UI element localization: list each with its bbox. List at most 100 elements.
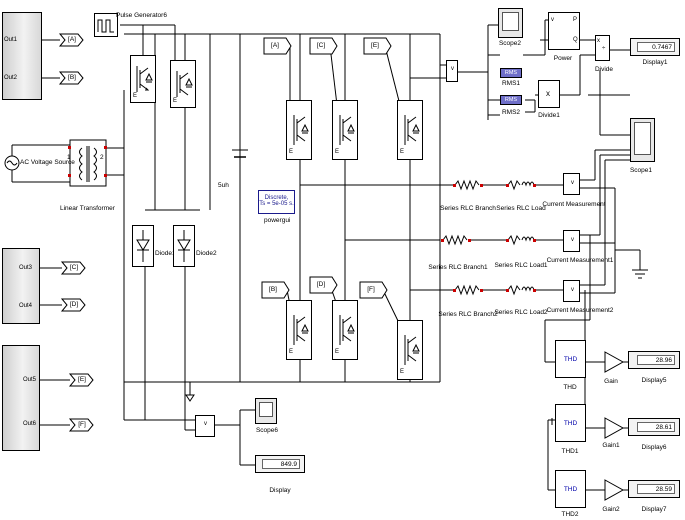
voltage-port-label: v bbox=[451, 66, 454, 72]
voltage-measurement-top[interactable]: v bbox=[446, 60, 458, 82]
transformer-pin-1: 1 bbox=[67, 154, 71, 161]
emitter-label: E bbox=[289, 349, 294, 355]
thd1-block-text: THD bbox=[563, 420, 578, 427]
scope2-block[interactable] bbox=[498, 8, 523, 38]
power-label: Power bbox=[553, 55, 573, 62]
rms1-block-text: RMS bbox=[504, 70, 518, 76]
diode2-label: Diode2 bbox=[196, 250, 217, 257]
divide1-label: Divide1 bbox=[538, 112, 560, 119]
pulse-generator-block[interactable] bbox=[94, 13, 118, 37]
inverter-igbt-e[interactable]: E bbox=[397, 100, 423, 160]
thd1-block[interactable]: THD bbox=[555, 404, 586, 442]
emitter-label: E bbox=[133, 93, 138, 99]
subsystem-1-out-a: Out1 bbox=[4, 37, 18, 43]
display6-value: 28.61 bbox=[637, 422, 675, 432]
igbt-icon bbox=[339, 315, 355, 345]
diode-icon bbox=[136, 230, 150, 262]
thd2-block[interactable]: THD bbox=[555, 470, 586, 508]
igbt-icon bbox=[176, 71, 193, 97]
igbt-icon bbox=[293, 115, 309, 145]
subsystem-3-out-b: Out6 bbox=[23, 421, 37, 427]
gain1-label: Gain1 bbox=[602, 442, 620, 449]
from-tag-d: [D] bbox=[316, 281, 326, 288]
gain-label: Gain bbox=[604, 378, 618, 385]
current-measurement-block[interactable]: v bbox=[563, 173, 580, 195]
thd-block[interactable]: THD bbox=[555, 340, 586, 378]
electrical-terminals bbox=[68, 146, 536, 292]
inverter-igbt-c[interactable]: E bbox=[332, 100, 358, 160]
emitter-label: E bbox=[173, 98, 178, 104]
inverter-igbt-d[interactable]: E bbox=[332, 300, 358, 360]
linear-transformer-symbol bbox=[69, 139, 107, 187]
subsystem-2[interactable]: Out3 Out4 bbox=[2, 248, 40, 324]
igbt-icon bbox=[136, 66, 153, 92]
emitter-label: E bbox=[335, 149, 340, 155]
power-block[interactable]: v P Q bbox=[548, 12, 580, 50]
igbt-icon bbox=[293, 315, 309, 345]
inverter-igbt-a[interactable]: E bbox=[286, 100, 312, 160]
divide-block[interactable]: x ÷ bbox=[595, 35, 610, 61]
from-tag-a: [A] bbox=[271, 42, 279, 49]
transformer-label: Linear Transformer bbox=[60, 205, 115, 212]
rectifier-igbt-1[interactable]: E bbox=[130, 55, 156, 103]
rms2-block[interactable]: RMS bbox=[500, 95, 522, 105]
display1-value: 0.7467 bbox=[637, 42, 675, 52]
goto-tag-c: [C] bbox=[69, 264, 79, 271]
inverter-igbt-b[interactable]: E bbox=[286, 300, 312, 360]
voltage-measurement-bottom[interactable]: v bbox=[195, 415, 215, 437]
goto-tag-b: [B] bbox=[68, 74, 76, 81]
display5-value: 28.96 bbox=[637, 355, 675, 365]
current-measurement2-block[interactable]: v bbox=[563, 280, 580, 302]
current-measurement2-label: Current Measurement2 bbox=[546, 307, 614, 314]
display6-label: Display6 bbox=[641, 444, 667, 451]
goto-tag-a: [A] bbox=[68, 36, 76, 43]
from-tag-c: [C] bbox=[316, 42, 326, 49]
display-label: Display bbox=[269, 487, 291, 494]
divide1-block[interactable]: x bbox=[538, 80, 560, 108]
goto-tag-d: [D] bbox=[69, 301, 79, 308]
scope6-block[interactable] bbox=[255, 398, 277, 424]
power-p-port: P bbox=[573, 17, 578, 23]
subsystem-3-out-a: Out5 bbox=[23, 377, 37, 383]
multiply-sign: x bbox=[546, 89, 550, 98]
display5-label: Display5 bbox=[641, 377, 667, 384]
subsystem-1-out-b: Out2 bbox=[4, 75, 18, 81]
thd-block-text: THD bbox=[563, 356, 578, 363]
divide-sign-icon: ÷ bbox=[602, 46, 606, 52]
display1-block[interactable]: 0.7467 bbox=[630, 38, 680, 56]
scope1-label: Scope1 bbox=[629, 167, 653, 174]
rectifier-igbt-2[interactable]: E bbox=[170, 60, 196, 108]
powergui-ts: Ts = 5e-05 s. bbox=[259, 201, 294, 207]
display6-block[interactable]: 28.61 bbox=[628, 418, 680, 436]
display-block[interactable]: 849.9 bbox=[255, 455, 305, 473]
display7-block[interactable]: 28.59 bbox=[628, 480, 680, 498]
series-rlc-branch-label: Series RLC Branch bbox=[440, 205, 496, 212]
current-port-label: v bbox=[571, 180, 574, 186]
rms2-label: RMS2 bbox=[501, 109, 521, 116]
divide-multiply-sign: x bbox=[597, 38, 600, 44]
ac-source-label: AC Voltage Source bbox=[20, 159, 75, 166]
current-measurement-label: Current Measurement bbox=[542, 201, 606, 208]
scope6-label: Scope6 bbox=[255, 427, 279, 434]
from-tag-f: [F] bbox=[367, 286, 375, 293]
diode2-block[interactable] bbox=[173, 225, 195, 267]
emitter-label: E bbox=[400, 369, 405, 375]
thd-label: THD bbox=[563, 384, 577, 391]
current-measurement1-label: Current Measurement1 bbox=[546, 257, 614, 264]
inverter-igbt-f[interactable]: E bbox=[397, 320, 423, 380]
pulse-wave-icon bbox=[97, 19, 114, 33]
powergui-mode: Discrete, bbox=[264, 195, 289, 201]
subsystem-3[interactable]: Out5 Out6 bbox=[2, 345, 40, 451]
capacitor-label: 5uh bbox=[218, 182, 229, 189]
display5-block[interactable]: 28.96 bbox=[628, 351, 680, 369]
scope1-block[interactable] bbox=[630, 118, 655, 162]
emitter-label: E bbox=[400, 149, 405, 155]
rms1-block[interactable]: RMS bbox=[500, 68, 522, 78]
goto-tag-e: [E] bbox=[78, 376, 86, 383]
powergui-block[interactable]: Discrete, Ts = 5e-05 s. bbox=[258, 190, 295, 214]
current-port-label: v bbox=[571, 287, 574, 293]
series-rlc-load1-label: Series RLC Load1 bbox=[494, 262, 548, 269]
diode1-block[interactable] bbox=[132, 225, 154, 267]
subsystem-1[interactable]: Out1 Out2 bbox=[2, 12, 42, 100]
current-measurement1-block[interactable]: v bbox=[563, 230, 580, 252]
